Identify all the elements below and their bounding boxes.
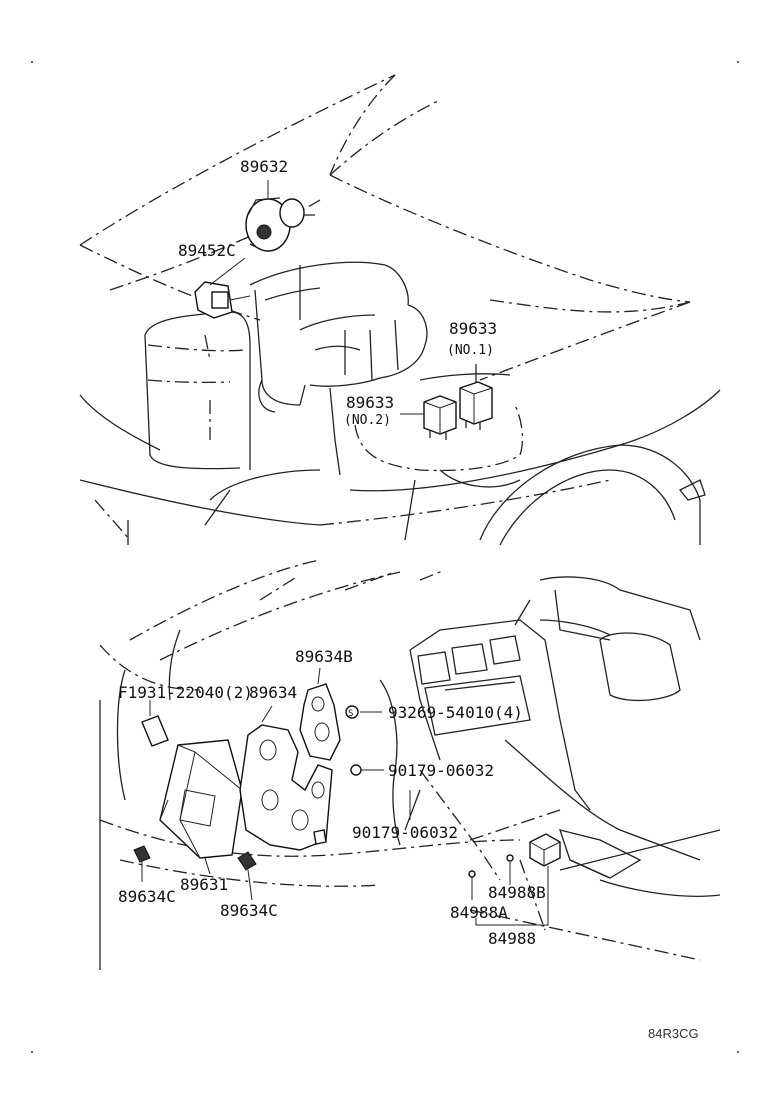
label-89633-no1: 89633 xyxy=(449,319,497,338)
part-89633-relay-no2 xyxy=(400,395,457,440)
engine-bay-view xyxy=(79,74,721,546)
label-89634B: 89634B xyxy=(295,647,353,666)
part-89631-ecu xyxy=(159,739,243,859)
label-89452C: 89452C xyxy=(178,241,236,260)
part-84988-connector xyxy=(468,833,561,926)
diagram-code: 84R3CG xyxy=(648,1026,699,1041)
part-89634B-bracket xyxy=(299,667,341,761)
instrument-panel-view xyxy=(99,559,721,970)
part-93269-washer: S xyxy=(345,705,382,719)
label-90179-a: 90179-06032 xyxy=(388,761,494,780)
corner-mark xyxy=(737,1051,739,1053)
label-no1: (NO.1) xyxy=(447,343,494,358)
label-84988: 84988 xyxy=(488,929,536,948)
label-89634C-right: 89634C xyxy=(220,901,278,920)
label-no2: (NO.2) xyxy=(344,413,391,428)
part-89452C-sensor xyxy=(194,281,251,319)
corner-mark xyxy=(31,1051,33,1053)
part-90179-nut-a xyxy=(350,764,384,776)
part-89633-relay-no1 xyxy=(459,364,493,430)
label-89631: 89631 xyxy=(180,875,228,894)
label-84988B: 84988B xyxy=(488,883,546,902)
label-89634C-left: 89634C xyxy=(118,887,176,906)
label-93269: 93269-54010(4) xyxy=(388,703,523,722)
label-84988A: 84988A xyxy=(450,903,508,922)
part-89632-sensor xyxy=(245,197,305,252)
part-89634C-right xyxy=(204,851,257,901)
corner-mark xyxy=(737,61,739,63)
label-F1931: F1931-22040(2) xyxy=(118,683,253,702)
part-89634C-left xyxy=(133,845,151,882)
label-89634: 89634 xyxy=(249,683,297,702)
part-89634-bracket xyxy=(239,705,333,851)
svg-text:S: S xyxy=(348,709,353,719)
label-89632: 89632 xyxy=(240,157,288,176)
corner-mark xyxy=(31,61,33,63)
label-89633-no2: 89633 xyxy=(346,393,394,412)
label-90179-b: 90179-06032 xyxy=(352,823,458,842)
part-90179-nut-b xyxy=(313,790,411,845)
part-F1931-clip xyxy=(141,700,169,747)
